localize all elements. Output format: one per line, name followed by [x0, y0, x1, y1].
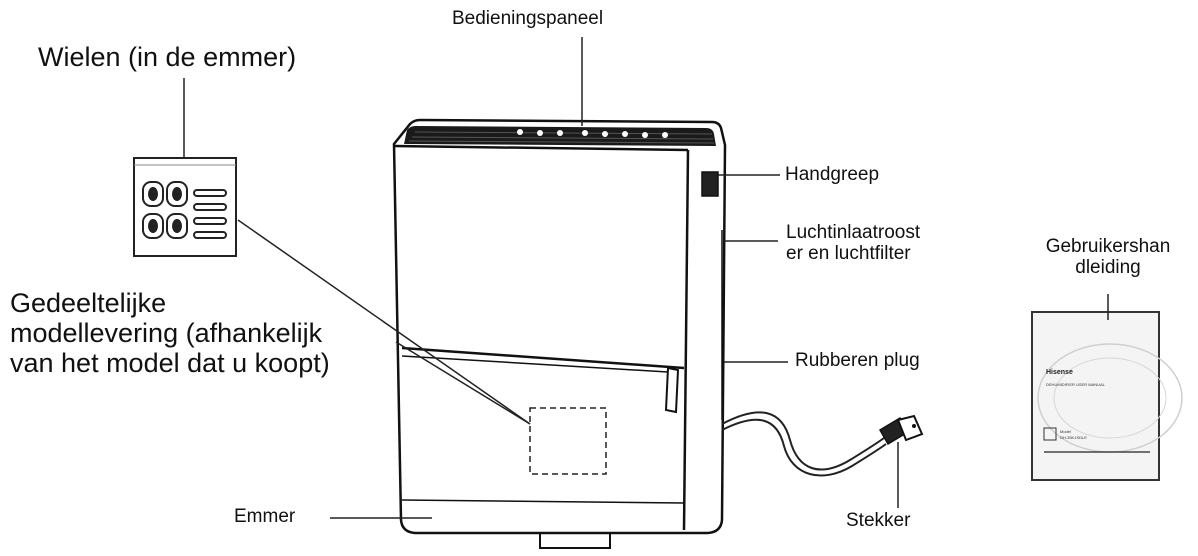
label-manual: Gebruikershan dleiding	[1020, 236, 1196, 279]
bucket-seam	[401, 346, 685, 370]
label-rubber-plug: Rubberen plug	[795, 350, 920, 371]
wheel-icons	[142, 181, 188, 239]
manual-model-line-2: DH-35K1SDLE	[1060, 435, 1087, 440]
manual-cover	[1031, 311, 1160, 481]
label-partial-delivery-line-1: Gedeeltelijke	[10, 288, 167, 318]
label-bucket: Emmer	[234, 506, 296, 527]
label-plug: Stekker	[846, 510, 911, 531]
screw-icons	[193, 189, 227, 239]
label-air-inlet-line-1: Luchtinlaatroost	[786, 222, 921, 243]
label-manual-line-1: Gebruikershan	[1045, 236, 1171, 257]
label-manual-line-2: dleiding	[1075, 257, 1141, 279]
control-panel-graphic	[404, 126, 716, 146]
unit-outline	[392, 118, 727, 535]
label-wheels: Wielen (in de emmer)	[38, 42, 297, 72]
wheels-inset	[133, 157, 237, 257]
plug-graphic	[878, 414, 924, 446]
wheels-inset-box	[133, 157, 237, 257]
optional-wheels-area	[529, 407, 607, 475]
label-control-panel: Bedieningspaneel	[452, 8, 604, 29]
user-manual-graphic: Hisense DEHUMIDIFIER USER MANUAL Model D…	[1031, 311, 1183, 481]
bucket-side-notch	[664, 366, 680, 414]
label-partial-delivery-line-3: van het model dat u koopt)	[10, 348, 330, 379]
base-line	[401, 499, 685, 504]
unit-side-edge	[682, 149, 690, 531]
handle-graphic	[701, 171, 719, 197]
foot-bottom	[539, 533, 611, 549]
bucket-seam-lower	[401, 355, 669, 373]
manual-brand: Hisense	[1046, 369, 1073, 376]
leader-lines	[183, 37, 1109, 519]
dehumidifier-unit	[392, 118, 727, 549]
label-handle: Handgreep	[785, 164, 880, 185]
manual-model-line-1: Model	[1060, 429, 1071, 434]
label-partial-delivery-line-2: modellevering (afhankelijk	[10, 318, 323, 349]
manual-heading: DEHUMIDIFIER USER MANUAL	[1046, 382, 1106, 387]
label-partial-delivery: Gedeeltelijke modellevering (afhankelijk…	[10, 288, 330, 379]
leader-partial-delivery	[237, 219, 531, 425]
label-air-inlet-line-2: er en luchtfilter	[786, 243, 911, 265]
leader-partial-delivery-2	[395, 341, 531, 425]
control-buttons	[517, 129, 668, 138]
top-front-edge	[393, 144, 689, 152]
power-cord	[721, 411, 887, 477]
label-air-inlet: Luchtinlaatroost er en luchtfilter	[786, 222, 920, 265]
